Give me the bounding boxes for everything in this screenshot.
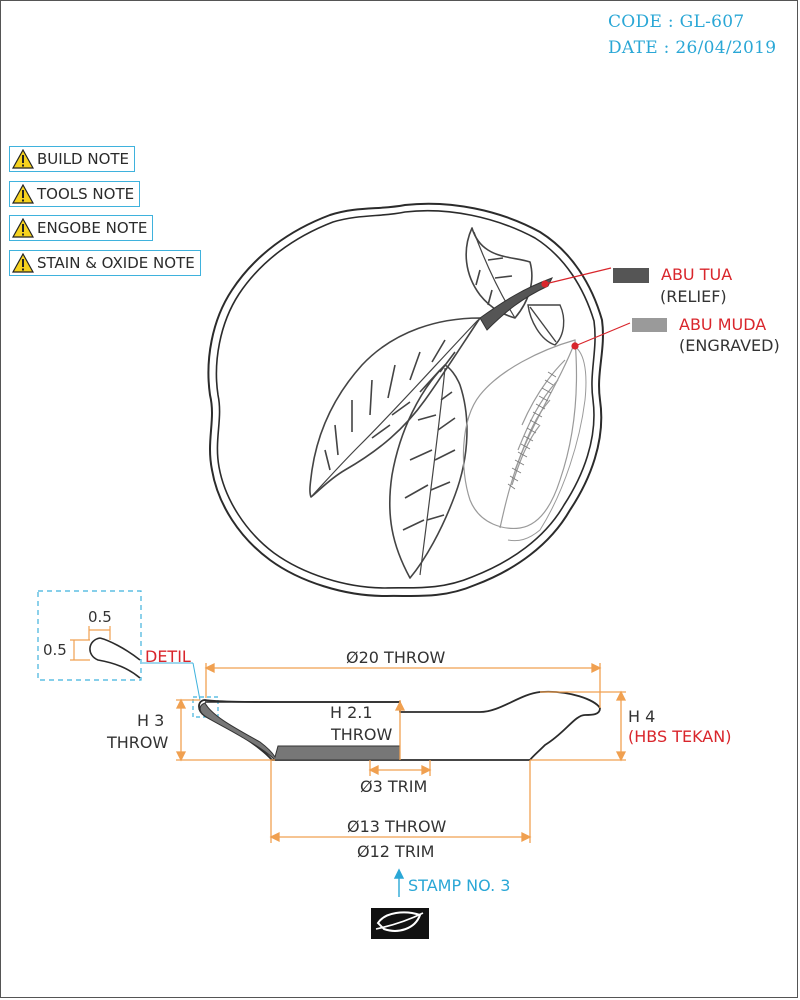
date-label: DATE : 26/04/2019 bbox=[608, 38, 777, 58]
build-note-label: BUILD NOTE bbox=[37, 150, 130, 168]
warning-icon bbox=[12, 253, 34, 273]
warning-icon bbox=[12, 184, 34, 204]
code-label: CODE : GL-607 bbox=[608, 12, 745, 32]
build-note-button[interactable]: BUILD NOTE bbox=[9, 146, 136, 172]
tools-note-button[interactable]: TOOLS NOTE bbox=[9, 181, 141, 207]
stain-oxide-note-label: STAIN & OXIDE NOTE bbox=[37, 254, 195, 272]
warning-icon bbox=[12, 149, 34, 169]
stain-oxide-note-button[interactable]: STAIN & OXIDE NOTE bbox=[9, 250, 201, 276]
tools-note-label: TOOLS NOTE bbox=[37, 185, 135, 203]
engobe-note-label: ENGOBE NOTE bbox=[37, 219, 148, 237]
warning-icon bbox=[12, 218, 34, 238]
engobe-note-button[interactable]: ENGOBE NOTE bbox=[9, 215, 154, 241]
